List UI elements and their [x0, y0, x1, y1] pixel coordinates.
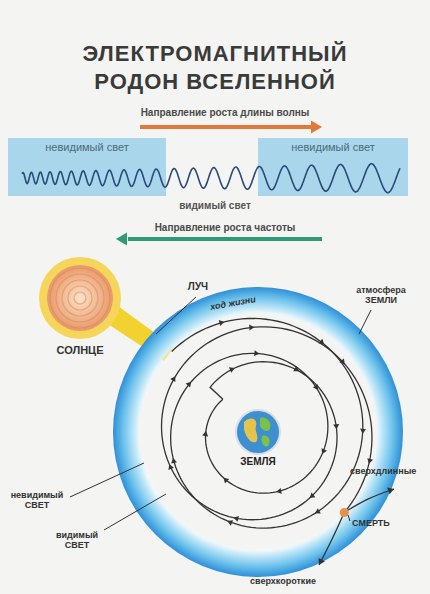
wave-band: невидимый свет — [8, 138, 166, 196]
leader-line — [104, 494, 166, 530]
arrow-head — [116, 232, 127, 245]
callout-label: сверхкороткие — [250, 576, 350, 586]
leader-line — [359, 310, 371, 334]
arrow-head — [311, 120, 322, 133]
axis-label: Направление роста длины волны — [115, 107, 335, 119]
exit-arrow — [387, 486, 395, 495]
spiral-arrow — [202, 431, 209, 437]
sun-circle-shape — [38, 256, 122, 340]
leader-line — [70, 463, 144, 497]
spiral-arrow — [318, 339, 326, 347]
callout-label: ЛУЧ — [178, 281, 218, 293]
spiral-arrow — [221, 476, 229, 484]
wave-band: невидимый свет — [258, 138, 408, 196]
atmosphere-ring: ЗЕМЛЯатмосфера ЗЕМЛИ — [113, 287, 403, 577]
diagram-title: ЭЛЕКТРОМАГНИТНЫЙ РОДОН ВСЕЛЕННОЙ — [45, 40, 385, 96]
exit-arrow — [316, 558, 325, 567]
spiral-arrow — [276, 488, 282, 495]
wavelength-arrow — [140, 125, 312, 129]
spiral-arrow — [170, 375, 178, 382]
spiral-arrow — [219, 319, 225, 326]
leader-line — [348, 515, 350, 521]
exit-path — [344, 489, 394, 512]
death-point — [340, 508, 349, 517]
spiral-arrow — [313, 384, 321, 391]
em-wave — [22, 164, 400, 193]
spiral-arrow — [366, 458, 373, 464]
axis-label: Направление роста частоты — [115, 222, 335, 234]
spiral-arrow — [360, 429, 366, 435]
spiral-arrow — [170, 457, 177, 463]
band-label: видимый свет — [160, 200, 270, 212]
callout-label: СМЕРТЬ — [352, 518, 412, 528]
spiral-arrow — [339, 358, 347, 366]
sun-label: СОЛНЦЕ — [30, 344, 130, 357]
callout-label: видимый СВЕТ — [48, 530, 106, 551]
exit-path — [319, 512, 344, 565]
life-spiral — [171, 318, 363, 528]
atmosphere-ring-shape — [113, 287, 403, 577]
spiral-arrow — [308, 493, 316, 501]
spiral-arrow — [319, 448, 327, 455]
spiral-arrow — [293, 366, 300, 374]
band-label: невидимый свет — [291, 141, 374, 154]
spiral-arrow — [313, 508, 320, 516]
spiral-arrow — [249, 324, 254, 330]
atmosphere-label: атмосфера ЗЕМЛИ — [345, 285, 417, 306]
leader-line — [156, 297, 196, 334]
earth-label: ЗЕМЛЯ — [218, 456, 298, 468]
band-label: невидимый свет — [45, 141, 128, 154]
callout-label: невидимый СВЕТ — [6, 490, 68, 511]
callout-label: сверхдлинные — [350, 466, 428, 476]
spiral-arrow — [254, 350, 260, 357]
spiral-arrow — [333, 424, 339, 429]
sun-circle: СОЛНЦЕ — [38, 256, 122, 340]
spiral-arrow — [229, 365, 236, 372]
spiral-arrow — [226, 518, 233, 526]
spiral-arrow — [233, 515, 239, 522]
spiral-arrow — [186, 380, 194, 388]
frequency-arrow — [128, 237, 322, 241]
spiral-arrow — [167, 463, 174, 470]
life-spiral — [162, 327, 372, 520]
